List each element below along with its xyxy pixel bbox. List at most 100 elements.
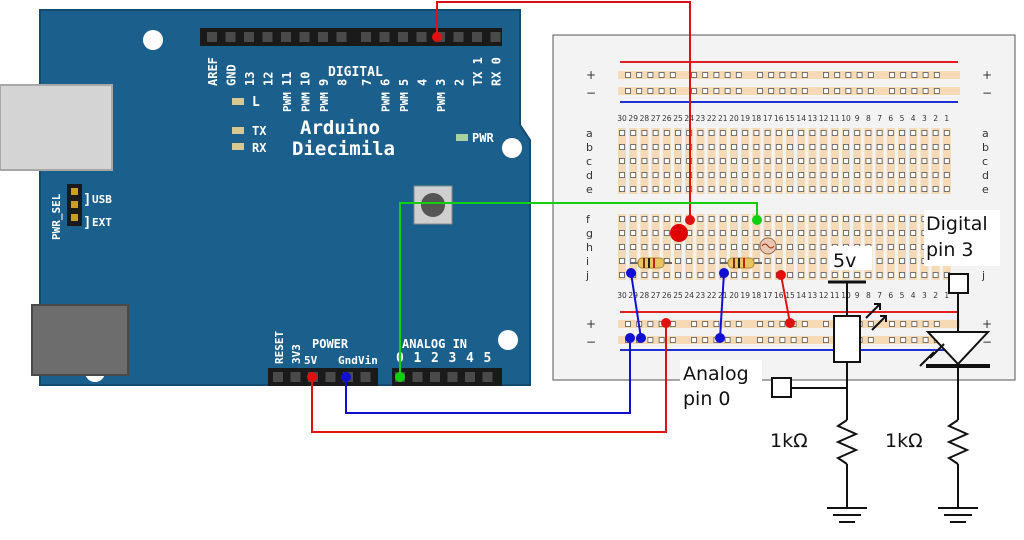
terminal-hole[interactable] xyxy=(831,230,838,236)
rail-hole[interactable] xyxy=(724,321,731,327)
terminal-hole[interactable] xyxy=(753,272,760,278)
terminal-hole[interactable] xyxy=(753,244,760,250)
rail-hole[interactable] xyxy=(922,88,929,94)
terminal-hole[interactable] xyxy=(731,144,737,150)
rail-hole[interactable] xyxy=(790,337,797,343)
terminal-hole[interactable] xyxy=(899,258,905,264)
rail-hole[interactable] xyxy=(779,72,786,78)
header-hole[interactable] xyxy=(225,32,236,42)
terminal-hole[interactable] xyxy=(697,258,704,264)
terminal-hole[interactable] xyxy=(697,186,704,192)
terminal-hole[interactable] xyxy=(809,272,816,278)
rail-hole[interactable] xyxy=(922,72,929,78)
terminal-hole[interactable] xyxy=(675,258,681,264)
terminal-hole[interactable] xyxy=(630,130,637,136)
terminal-hole[interactable] xyxy=(742,244,749,250)
terminal-hole[interactable] xyxy=(775,186,782,192)
rail-hole[interactable] xyxy=(691,72,697,78)
terminal-hole[interactable] xyxy=(854,186,861,192)
terminal-hole[interactable] xyxy=(787,186,793,192)
rail-hole[interactable] xyxy=(625,88,631,94)
terminal-hole[interactable] xyxy=(921,144,928,150)
terminal-hole[interactable] xyxy=(652,244,659,250)
rail-hole[interactable] xyxy=(801,88,808,94)
header-hole[interactable] xyxy=(318,32,328,42)
terminal-hole[interactable] xyxy=(820,244,827,250)
terminal-hole[interactable] xyxy=(887,186,894,192)
terminal-hole[interactable] xyxy=(764,216,771,222)
terminal-hole[interactable] xyxy=(910,244,917,250)
header-hole[interactable] xyxy=(398,32,408,42)
terminal-hole[interactable] xyxy=(899,244,905,250)
terminal-hole[interactable] xyxy=(865,216,872,222)
rail-hole[interactable] xyxy=(669,88,676,94)
terminal-hole[interactable] xyxy=(887,258,894,264)
rail-hole[interactable] xyxy=(713,321,720,327)
terminal-hole[interactable] xyxy=(764,144,771,150)
rail-hole[interactable] xyxy=(867,72,874,78)
terminal-hole[interactable] xyxy=(719,230,726,236)
terminal-hole[interactable] xyxy=(798,158,805,164)
terminal-hole[interactable] xyxy=(675,244,681,250)
terminal-hole[interactable] xyxy=(675,272,681,278)
terminal-hole[interactable] xyxy=(775,158,782,164)
terminal-hole[interactable] xyxy=(708,244,715,250)
rail-hole[interactable] xyxy=(691,321,697,327)
rail-hole[interactable] xyxy=(911,321,918,327)
terminal-hole[interactable] xyxy=(932,186,939,192)
terminal-hole[interactable] xyxy=(641,230,648,236)
terminal-hole[interactable] xyxy=(619,230,625,236)
terminal-hole[interactable] xyxy=(663,172,670,178)
terminal-hole[interactable] xyxy=(943,186,950,192)
terminal-hole[interactable] xyxy=(708,230,715,236)
terminal-hole[interactable] xyxy=(921,186,928,192)
rail-hole[interactable] xyxy=(900,337,907,343)
terminal-hole[interactable] xyxy=(731,130,737,136)
terminal-hole[interactable] xyxy=(753,158,760,164)
terminal-hole[interactable] xyxy=(708,130,715,136)
terminal-hole[interactable] xyxy=(798,172,805,178)
terminal-hole[interactable] xyxy=(675,144,681,150)
terminal-hole[interactable] xyxy=(831,158,838,164)
terminal-hole[interactable] xyxy=(619,158,625,164)
terminal-hole[interactable] xyxy=(663,272,670,278)
terminal-hole[interactable] xyxy=(887,158,894,164)
terminal-hole[interactable] xyxy=(775,244,782,250)
terminal-hole[interactable] xyxy=(719,158,726,164)
terminal-hole[interactable] xyxy=(932,272,939,278)
rail-hole[interactable] xyxy=(867,88,874,94)
terminal-hole[interactable] xyxy=(742,186,749,192)
terminal-hole[interactable] xyxy=(641,130,648,136)
terminal-hole[interactable] xyxy=(843,158,849,164)
rail-hole[interactable] xyxy=(922,321,929,327)
terminal-hole[interactable] xyxy=(876,144,883,150)
terminal-hole[interactable] xyxy=(630,230,637,236)
terminal-hole[interactable] xyxy=(619,258,625,264)
terminal-hole[interactable] xyxy=(731,158,737,164)
terminal-hole[interactable] xyxy=(831,186,838,192)
terminal-hole[interactable] xyxy=(708,186,715,192)
header-hole[interactable] xyxy=(482,372,493,382)
terminal-hole[interactable] xyxy=(943,144,950,150)
terminal-hole[interactable] xyxy=(820,130,827,136)
terminal-hole[interactable] xyxy=(787,144,793,150)
rail-hole[interactable] xyxy=(625,321,631,327)
terminal-hole[interactable] xyxy=(675,172,681,178)
header-hole[interactable] xyxy=(361,32,371,42)
rail-hole[interactable] xyxy=(845,88,852,94)
terminal-hole[interactable] xyxy=(787,230,793,236)
header-hole[interactable] xyxy=(325,372,336,382)
terminal-hole[interactable] xyxy=(641,158,648,164)
terminal-hole[interactable] xyxy=(899,186,905,192)
terminal-hole[interactable] xyxy=(820,186,827,192)
terminal-hole[interactable] xyxy=(876,172,883,178)
terminal-hole[interactable] xyxy=(910,258,917,264)
rail-hole[interactable] xyxy=(911,72,918,78)
header-hole[interactable] xyxy=(273,372,283,382)
rail-hole[interactable] xyxy=(768,72,775,78)
terminal-hole[interactable] xyxy=(652,172,659,178)
terminal-hole[interactable] xyxy=(719,186,726,192)
terminal-hole[interactable] xyxy=(820,216,827,222)
terminal-hole[interactable] xyxy=(899,272,905,278)
terminal-hole[interactable] xyxy=(876,244,883,250)
